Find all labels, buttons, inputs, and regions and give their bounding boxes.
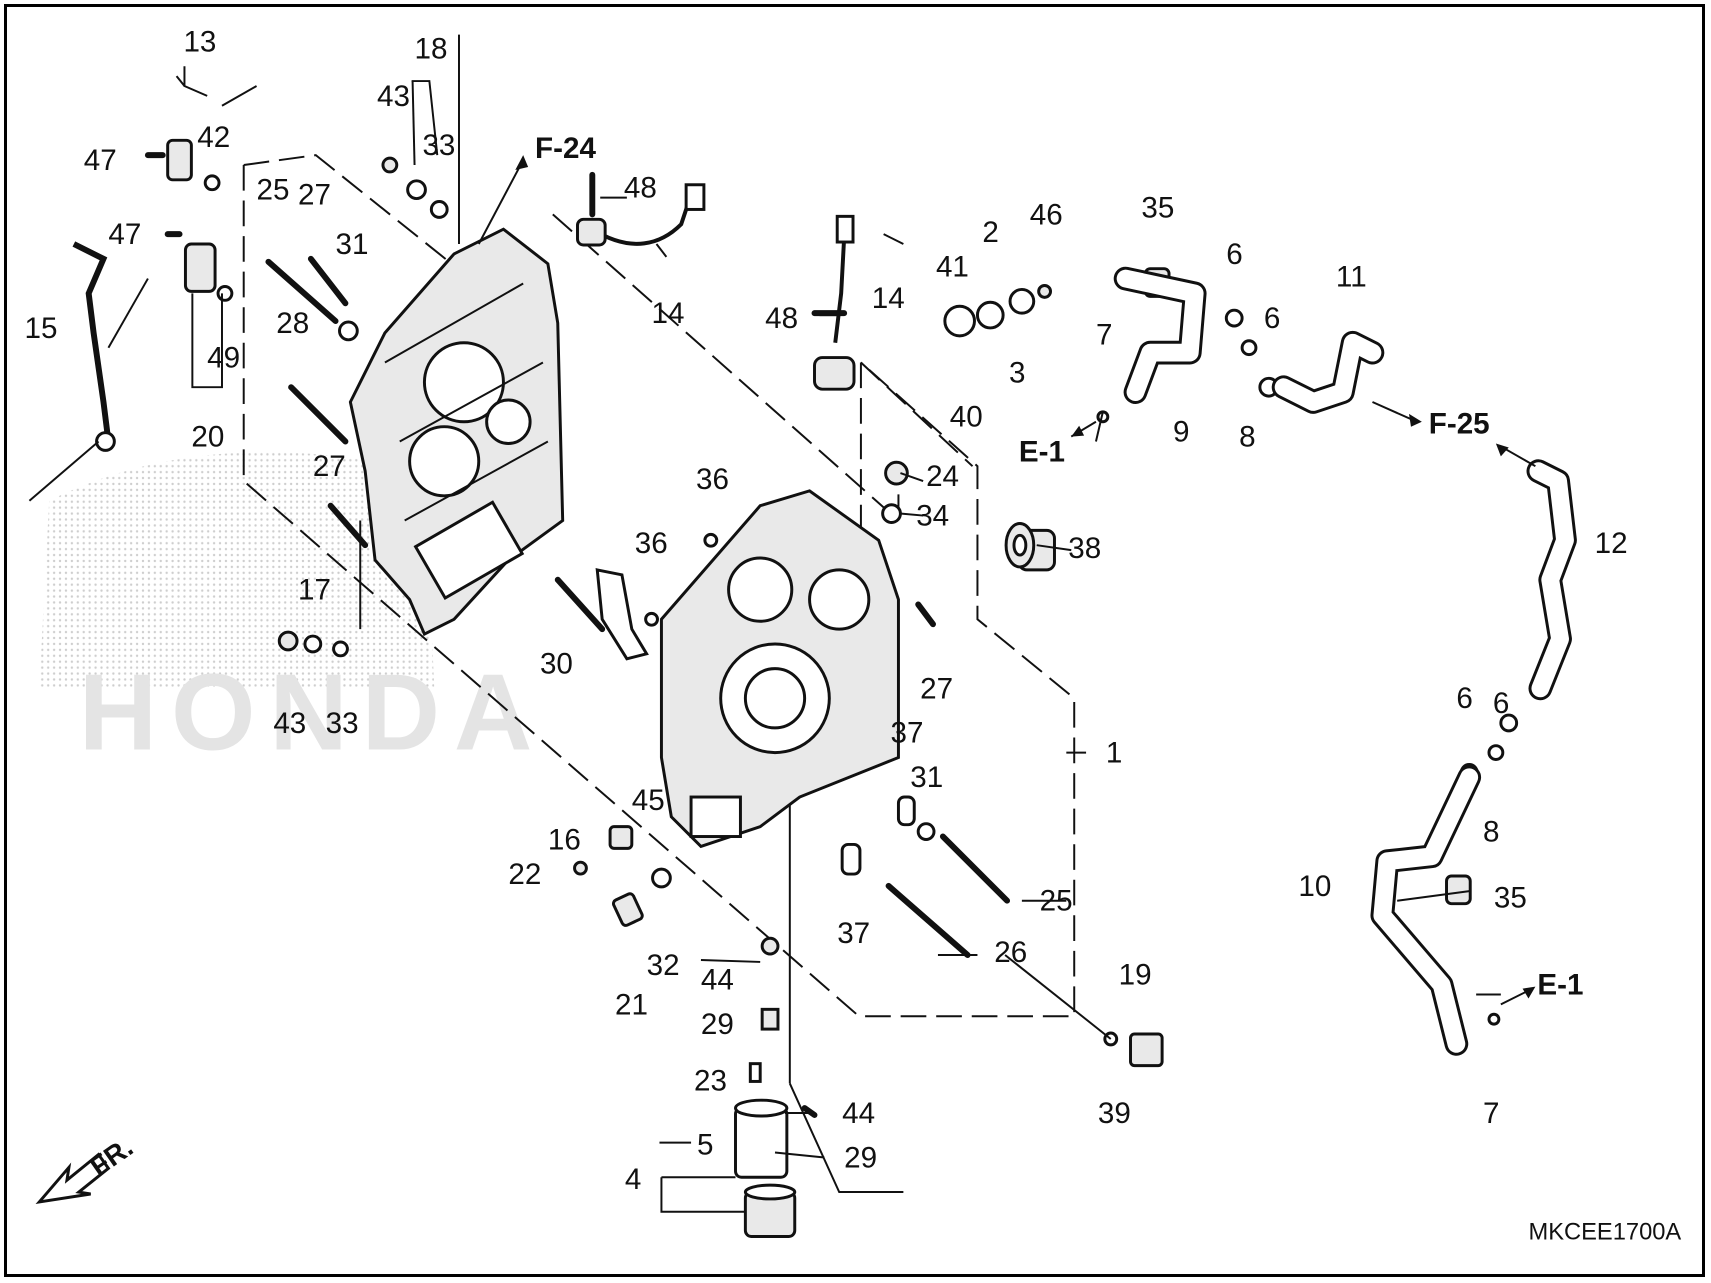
bolts: [265, 255, 1011, 1118]
callout: 12: [1595, 527, 1628, 560]
callout: 43: [377, 80, 410, 113]
callout: 44: [701, 964, 734, 997]
callout: 26: [994, 936, 1027, 969]
sensor-13: [144, 138, 221, 192]
callout: 10: [1298, 870, 1331, 903]
callout: 21: [615, 988, 648, 1021]
callout: 9: [1173, 416, 1189, 449]
callout: 45: [632, 784, 665, 817]
callout: 48: [624, 172, 657, 205]
callout: 39: [1098, 1097, 1131, 1130]
sensor-20: [164, 231, 234, 302]
callout: 23: [694, 1064, 727, 1097]
callout: 16: [548, 823, 581, 856]
exploded-parts-diagram: HONDA: [24, 25, 1681, 1245]
callout: 29: [844, 1141, 877, 1174]
callout: 44: [842, 1097, 875, 1130]
callout: 27: [298, 179, 331, 212]
callout: 6: [1226, 238, 1242, 271]
callout: 48: [765, 302, 798, 335]
callout: 3: [1009, 356, 1025, 389]
callout: 6: [1456, 682, 1472, 715]
callout: 4: [625, 1163, 641, 1196]
speed-sensor-14: [576, 171, 706, 247]
callout: 38: [1068, 532, 1101, 565]
callout: 14: [652, 297, 685, 330]
callout: 47: [84, 144, 117, 177]
callout: 47: [108, 218, 141, 251]
callout: 7: [1483, 1097, 1499, 1130]
callout: 33: [326, 707, 359, 740]
leader-lines: [28, 66, 1501, 1213]
callout: 14: [872, 282, 905, 315]
callout: 37: [837, 917, 870, 950]
ref-f25: F-25: [1429, 408, 1490, 441]
hose-12: [1526, 459, 1577, 701]
right-crankcase-half: [659, 489, 900, 849]
watermark-text: HONDA: [79, 653, 546, 774]
left-crankcase-half: [348, 227, 565, 637]
callout: 20: [191, 420, 224, 453]
oil-seal-38: [1004, 521, 1036, 569]
callout: 18: [415, 32, 448, 65]
callout: 43: [273, 707, 306, 740]
washers: [277, 156, 1519, 1083]
callout: 13: [183, 25, 216, 58]
callout: 15: [24, 312, 57, 345]
hose-11: [1271, 330, 1385, 414]
callout: 35: [1141, 191, 1174, 224]
front-arrow-icon: FR.: [35, 1131, 138, 1204]
callout: 34: [916, 499, 949, 532]
callout: 7: [1096, 319, 1112, 352]
callout: 17: [298, 574, 331, 607]
callout: 36: [696, 463, 729, 496]
callout: 11: [1336, 260, 1367, 293]
callout: 8: [1483, 815, 1499, 848]
callout: 42: [197, 121, 230, 154]
hose-9: [1113, 266, 1207, 404]
diagram-frame: HONDA: [4, 4, 1705, 1277]
callout: 2: [982, 216, 998, 249]
callout: 5: [697, 1129, 713, 1162]
callout: 27: [920, 672, 953, 705]
oil-filter-4: [734, 1098, 797, 1238]
diagram-code: MKCEE1700A: [1528, 1219, 1681, 1245]
callout: 25: [257, 174, 290, 207]
callout: 35: [1494, 882, 1527, 915]
sensor-14-b: [811, 214, 856, 391]
callout: 27: [313, 450, 346, 483]
callout: 33: [422, 129, 455, 162]
callout: 37: [891, 717, 924, 750]
callout: 24: [926, 460, 959, 493]
callout: 19: [1119, 959, 1152, 992]
callout-labels: 1 2 3 4 5 6 6 6 6 7 7 8 8 9 10 11 12 13 …: [24, 25, 1627, 1196]
callout: 8: [1239, 420, 1255, 453]
ref-f24: F-24: [535, 132, 596, 165]
callout: 6: [1493, 687, 1509, 720]
callout: 25: [1040, 885, 1073, 918]
callout: 31: [336, 228, 369, 261]
rod-15: [72, 241, 116, 452]
callout: 1: [1106, 736, 1122, 769]
callout: 40: [950, 401, 983, 434]
callout: 22: [508, 858, 541, 891]
callout: 41: [936, 251, 969, 284]
callout: 28: [276, 307, 309, 340]
callout: 49: [207, 341, 240, 374]
ref-e1-right: E-1: [1537, 969, 1583, 1002]
callout: 36: [635, 527, 668, 560]
ref-arrows: [477, 155, 1536, 1006]
callout: 30: [540, 648, 573, 681]
callout: 6: [1264, 302, 1280, 335]
bracket-30: [595, 568, 649, 661]
callout: 29: [701, 1008, 734, 1041]
callout: 46: [1030, 198, 1063, 231]
ref-e1-left: E-1: [1019, 435, 1065, 468]
callout: 32: [647, 949, 680, 982]
hose-10: [1370, 765, 1482, 1056]
callout: 31: [910, 761, 943, 794]
